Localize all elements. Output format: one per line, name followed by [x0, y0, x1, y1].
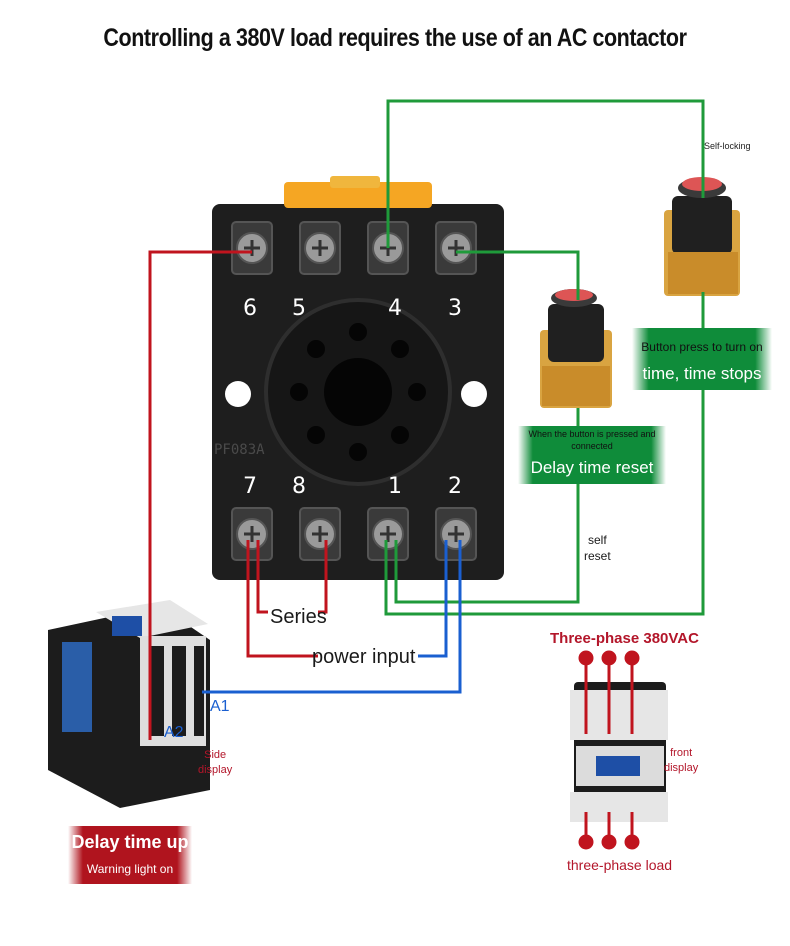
terminal-5-label: 5 [292, 296, 306, 321]
terminal-1-label: 1 [388, 474, 402, 499]
self-reset-label: self reset [584, 533, 611, 563]
relay-socket [212, 176, 504, 580]
a1-label: A1 [210, 698, 230, 715]
terminal-4-label: 4 [388, 296, 402, 321]
delay-up-banner [68, 826, 192, 884]
button-press-banner [632, 328, 772, 390]
button-pressed-note: When the button is pressed and connected [528, 429, 656, 451]
terminal-6-label: 6 [243, 296, 257, 321]
terminal-7-label: 7 [243, 474, 257, 499]
power-input-label: power input [312, 646, 416, 668]
delay-reset-text: Delay time reset [530, 458, 654, 477]
front-display-label: front display [664, 747, 699, 774]
button-press-line1: Button press to turn on [641, 340, 763, 354]
side-display-label: Side display [198, 749, 233, 776]
delay-reset-banner [518, 426, 666, 484]
warning-text: Warning light on [86, 862, 174, 876]
three-phase-terminals [578, 650, 640, 850]
self-reset-button [540, 289, 612, 408]
delay-up-text: Delay time up [71, 832, 189, 852]
red-wires [148, 250, 328, 740]
terminal-8-label: 8 [292, 474, 306, 499]
left-contactor [48, 600, 210, 808]
three-phase-380-label: Three-phase 380VAC [550, 630, 699, 647]
series-label: Series [270, 606, 327, 628]
terminal-2-label: 2 [448, 474, 462, 499]
green-wires [384, 99, 705, 616]
model-label: PF083A [214, 442, 265, 458]
button-press-line2: time, time stops [642, 364, 762, 383]
terminal-3-label: 3 [448, 296, 462, 321]
blue-wires [202, 540, 462, 694]
three-phase-load-label: three-phase load [567, 857, 673, 873]
page-title: Controlling a 380V load requires the use… [103, 24, 687, 52]
self-locking-label: Self-locking [704, 141, 751, 151]
a2-label: A2 [164, 724, 184, 741]
